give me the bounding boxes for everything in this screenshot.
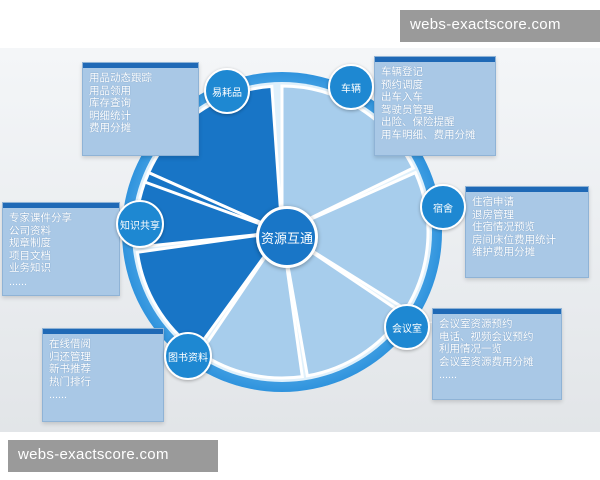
panel-dorm: 住宿申请 退房管理 住宿情况预览 房间床位费用统计 维护费用分摊 <box>465 186 589 278</box>
panel-header-bar <box>3 203 119 208</box>
panel-books: 在线借阅 归还管理 新书推荐 热门排行 …… <box>42 328 164 422</box>
panel-consumables: 用品动态跟踪 用品领用 库存查询 明细统计 费用分摊 <box>82 62 199 156</box>
panel-item: 预约调度 <box>381 78 423 91</box>
pie-wedges <box>134 84 430 380</box>
hub-resource-sharing: 资源互通 <box>256 206 318 268</box>
panel-knowledge: 专家课件分享 公司资料 规章制度 项目文档 业务知识 …… <box>2 202 120 296</box>
watermark-bottom: webs-exactscore.com <box>8 440 218 472</box>
panel-item: 车辆登记 <box>381 66 423 78</box>
panel-item: 专家课件分享 <box>9 212 72 224</box>
panel-item: 驾驶员管理 <box>381 103 434 116</box>
panel-item: 电话、视频会议预约 <box>439 330 534 343</box>
node-vehicles: 车辆 <box>328 64 374 110</box>
wedge-dorm <box>278 170 430 312</box>
panel-item: 出车入车 <box>381 91 423 103</box>
panel-item: 住宿申请 <box>472 196 514 208</box>
panel-item: 用品动态跟踪 <box>89 72 152 84</box>
panel-item: 明细统计 <box>89 109 131 122</box>
panel-item: 公司资料 <box>9 224 51 237</box>
node-meeting: 会议室 <box>384 304 430 350</box>
panel-list: 会议室资源预约 电话、视频会议预约 利用情况一览 会议室资源费用分摊 <box>433 314 561 372</box>
watermark-top: webs-exactscore.com <box>400 10 600 42</box>
panel-meeting: 会议室资源预约 电话、视频会议预约 利用情况一览 会议室资源费用分摊 …… <box>432 308 562 400</box>
panel-item: 费用分摊 <box>89 122 131 134</box>
panel-item: 房间床位费用统计 <box>472 233 556 246</box>
panel-list: 用品动态跟踪 用品领用 库存查询 明细统计 费用分摊 <box>83 68 198 139</box>
panel-header-bar <box>83 63 198 68</box>
panel-item: 新书推荐 <box>49 363 91 375</box>
panel-header-bar <box>433 309 561 314</box>
panel-header-bar <box>466 187 588 192</box>
panel-item: 归还管理 <box>49 350 91 363</box>
node-books: 图书资料 <box>164 332 212 380</box>
panel-item: 业务知识 <box>9 262 51 274</box>
panel-list: 在线借阅 归还管理 新书推荐 热门排行 <box>43 334 163 392</box>
panel-item: 会议室资源费用分摊 <box>439 355 534 368</box>
panel-list: 车辆登记 预约调度 出车入车 驾驶员管理 出险、保险提醒 用车明细、费用分摊 <box>375 62 495 145</box>
panel-item: 会议室资源预约 <box>439 318 513 330</box>
panel-more-marker: …… <box>49 391 67 401</box>
panel-header-bar <box>375 57 495 62</box>
panel-item: 规章制度 <box>9 237 51 249</box>
panel-vehicles: 车辆登记 预约调度 出车入车 驾驶员管理 出险、保险提醒 用车明细、费用分摊 <box>374 56 496 156</box>
panel-item: 出险、保险提醒 <box>381 116 455 128</box>
panel-item: 维护费用分摊 <box>472 246 535 258</box>
panel-list: 专家课件分享 公司资料 规章制度 项目文档 业务知识 <box>3 208 119 279</box>
panel-item: 库存查询 <box>89 97 131 109</box>
panel-item: 用品领用 <box>89 84 131 97</box>
node-knowledge: 知识共享 <box>116 200 164 248</box>
panel-item: 住宿情况预览 <box>472 221 535 233</box>
panel-more-marker: …… <box>9 277 27 288</box>
panel-item: 热门排行 <box>49 375 91 388</box>
wedge-knowledge-upper <box>142 170 283 234</box>
panel-item: 在线借阅 <box>49 338 91 350</box>
panel-header-bar <box>43 329 163 334</box>
panel-item: 用车明细、费用分摊 <box>381 128 476 141</box>
node-dorm: 宿舍 <box>420 184 466 230</box>
panel-list: 住宿申请 退房管理 住宿情况预览 房间床位费用统计 维护费用分摊 <box>466 192 588 263</box>
panel-item: 项目文档 <box>9 249 51 262</box>
panel-item: 利用情况一览 <box>439 343 502 355</box>
panel-item: 退房管理 <box>472 208 514 221</box>
node-consumables: 易耗品 <box>204 68 250 114</box>
panel-more-marker: …… <box>439 371 457 381</box>
